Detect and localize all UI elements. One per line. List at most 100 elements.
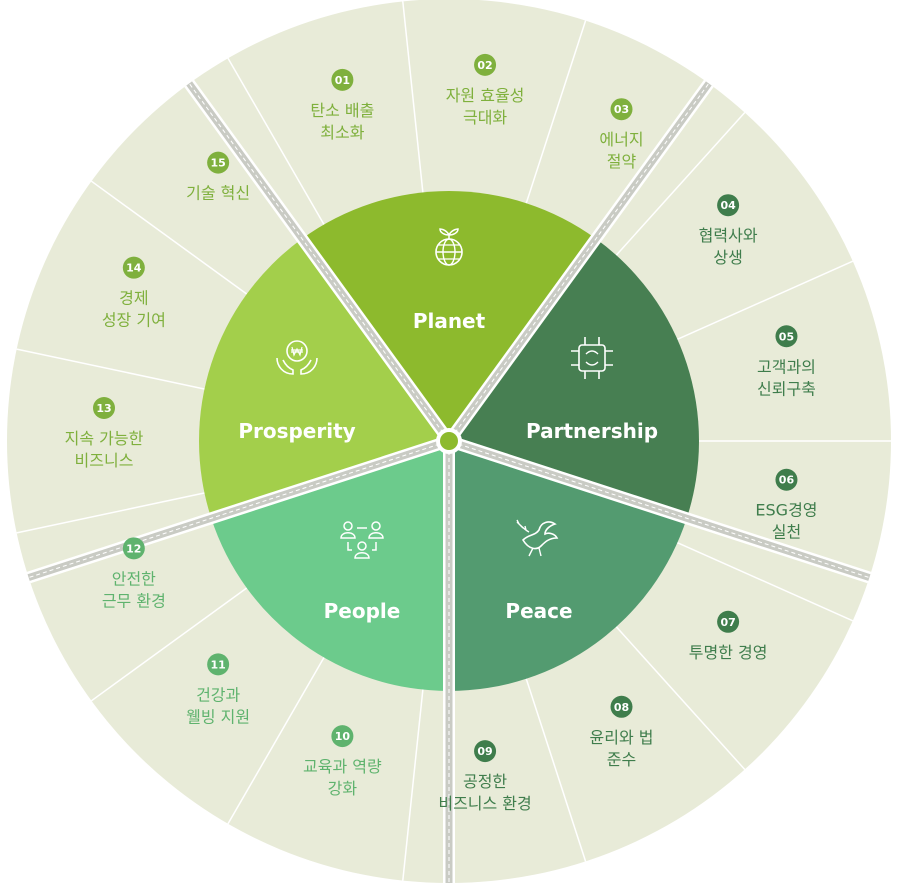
- item-number: 12: [126, 542, 141, 555]
- won-coin-hands-icon: [276, 340, 318, 375]
- item-number: 02: [477, 59, 492, 72]
- item-number-badge: [474, 740, 497, 763]
- item-label-line: 극대화: [463, 108, 507, 127]
- item-divider-line: [524, 20, 587, 208]
- item-label-line: 근무 환경: [102, 591, 166, 610]
- item-label-line: 건강과: [196, 685, 240, 704]
- sector-label-people: People: [324, 599, 401, 623]
- item-label-line: 협력사와: [699, 226, 758, 245]
- item-number-badge: [122, 256, 145, 279]
- item-label-line: 고객과의: [757, 357, 816, 376]
- item-number: 05: [779, 330, 794, 343]
- item-label-line: 비즈니스 환경: [438, 794, 531, 813]
- item-label-line: 비즈니스: [75, 451, 134, 470]
- item-label-line: 탄소 배출: [310, 101, 374, 120]
- globe-sprout-icon: [435, 228, 463, 266]
- item-label-line: ESG경영: [755, 501, 817, 520]
- item-label-line: 에너지: [599, 130, 643, 149]
- sector-planet: [302, 191, 596, 441]
- item-number-badge: [93, 397, 115, 419]
- sector-separator-dash: [28, 443, 440, 579]
- item-number-badge: [775, 325, 798, 348]
- item-number-badge: [474, 53, 497, 76]
- item-number: 09: [477, 745, 492, 758]
- sector-separator-dash: [454, 83, 710, 434]
- item-number: 07: [720, 616, 735, 629]
- item-divider-line: [227, 653, 327, 825]
- item-number: 14: [126, 262, 142, 275]
- item-number: 08: [614, 701, 629, 714]
- item-number-badge: [207, 151, 230, 174]
- dove-olive-branch-icon: [516, 519, 559, 557]
- item-divider-line: [90, 584, 251, 702]
- sector-label-prosperity: Prosperity: [238, 419, 355, 443]
- center-dot: [440, 432, 458, 450]
- hands-handshake-icon: [571, 337, 613, 379]
- item-label-line: 공정한: [463, 772, 507, 791]
- sector-label-partnership: Partnership: [526, 419, 658, 443]
- item-label-line: 안전한: [112, 569, 156, 588]
- item-divider-line: [16, 491, 209, 534]
- item-number: 13: [96, 402, 111, 415]
- item-number-badge: [775, 468, 798, 491]
- item-divider-line: [673, 260, 854, 342]
- item-number-badge: [717, 610, 740, 633]
- sector-label-planet: Planet: [413, 309, 486, 333]
- item-number: 11: [210, 658, 225, 671]
- item-label-line: 최소화: [320, 123, 364, 142]
- item-label-line: 투명한 경영: [689, 643, 768, 662]
- sector-group: [199, 191, 699, 691]
- sector-separator-dash: [458, 443, 870, 579]
- item-number-badge: [717, 194, 740, 217]
- item-divider-line: [673, 540, 854, 622]
- sector-prosperity: [199, 238, 449, 519]
- item-divider-line: [613, 623, 746, 770]
- item-number: 06: [779, 474, 795, 487]
- item-number: 03: [614, 103, 629, 116]
- item-label-line: 자원 효율성: [446, 86, 525, 105]
- item-label-line: 실천: [772, 523, 801, 542]
- item-label-line: 기술 혁신: [186, 184, 250, 203]
- item-number: 01: [335, 74, 350, 87]
- item-label-line: 경제: [119, 289, 148, 308]
- item-divider-line: [613, 112, 746, 259]
- item-number-badge: [122, 537, 145, 560]
- item-divider-line: [402, 1, 425, 197]
- sector-label-peace: Peace: [505, 599, 572, 623]
- item-divider-line: [227, 57, 327, 229]
- item-number: 10: [335, 730, 351, 743]
- item-number-badge: [610, 98, 633, 121]
- item-label-line: 웰빙 지원: [186, 707, 250, 726]
- item-label-line: 지속 가능한: [65, 429, 144, 448]
- item-label-line: 강화: [328, 779, 358, 798]
- item-label-line: 윤리와 법: [590, 728, 654, 747]
- item-number: 15: [210, 157, 225, 170]
- item-number-badge: [207, 653, 230, 676]
- item-divider-line: [524, 674, 587, 862]
- item-label-line: 상생: [713, 248, 742, 267]
- item-divider-line: [402, 685, 425, 881]
- item-number: 04: [720, 199, 736, 212]
- outer-item-08: 08 윤리와 법준수: [590, 695, 654, 769]
- item-divider-line: [90, 180, 251, 298]
- sector-partnership: [449, 238, 699, 519]
- item-number-badge: [610, 695, 633, 718]
- people-network-icon: [340, 521, 384, 559]
- item-label-line: 절약: [607, 152, 637, 171]
- item-label-line: 교육과 역량: [303, 757, 382, 776]
- item-label-line: 준수: [607, 750, 636, 769]
- item-label-line: 성장 기여: [102, 311, 166, 330]
